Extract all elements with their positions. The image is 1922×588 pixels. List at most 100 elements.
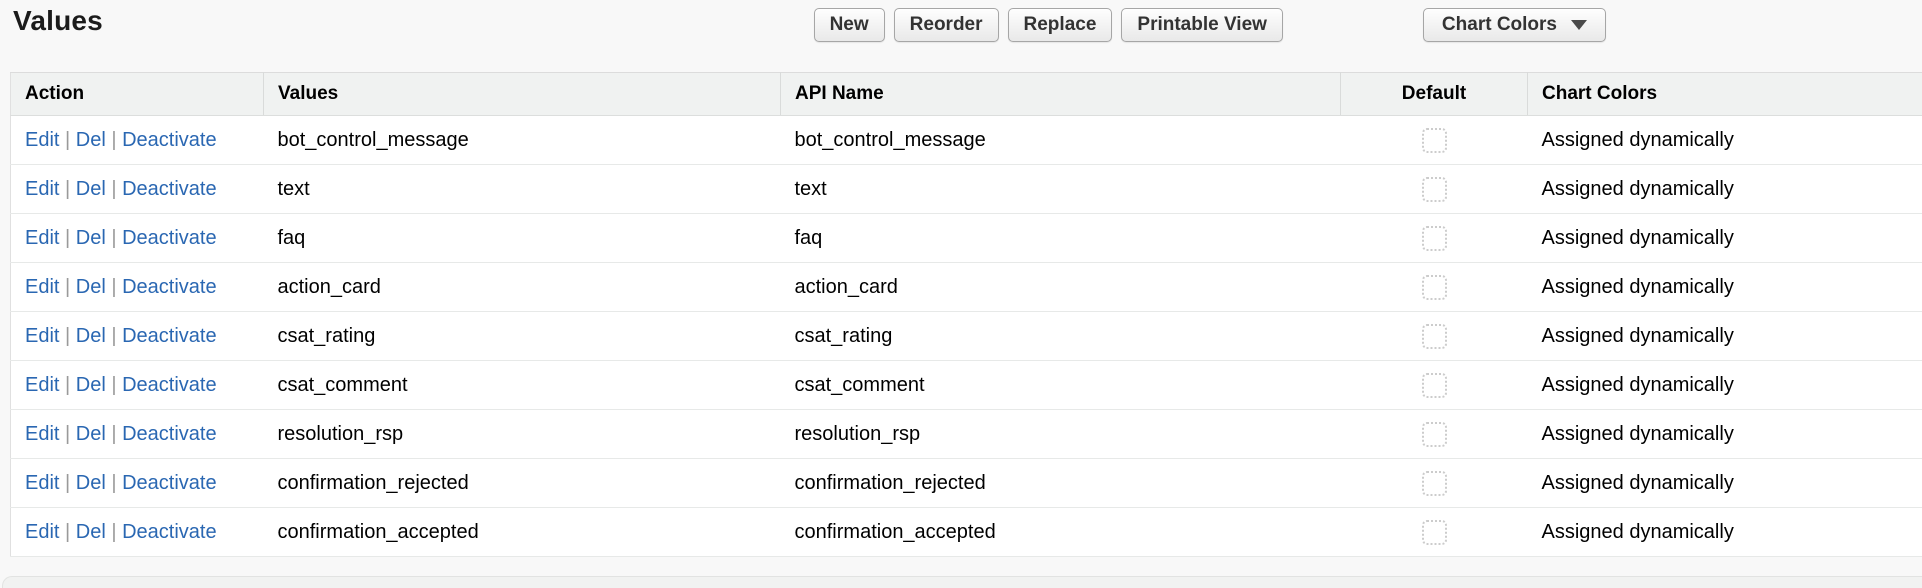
default-checkbox bbox=[1421, 470, 1447, 496]
chart-colors-cell: Assigned dynamically bbox=[1527, 115, 1922, 165]
edit-link[interactable]: Edit bbox=[25, 128, 60, 151]
default-checkbox bbox=[1421, 421, 1447, 447]
table-header-row: Action Values API Name Default Chart Col… bbox=[10, 72, 1922, 116]
action-cell: Edit | Del | Deactivate bbox=[10, 507, 264, 557]
action-separator: | bbox=[105, 471, 123, 494]
table-row: Edit | Del | Deactivate confirmation_rej… bbox=[10, 458, 1922, 508]
api-name-cell: confirmation_rejected bbox=[780, 458, 1341, 508]
edit-link[interactable]: Edit bbox=[25, 520, 60, 543]
default-cell bbox=[1340, 409, 1528, 459]
deactivate-link[interactable]: Deactivate bbox=[122, 128, 217, 151]
deactivate-link[interactable]: Deactivate bbox=[122, 422, 217, 445]
default-cell bbox=[1340, 360, 1528, 410]
action-separator: | bbox=[105, 226, 123, 249]
chart-colors-cell: Assigned dynamically bbox=[1527, 360, 1922, 410]
del-link[interactable]: Del bbox=[75, 422, 106, 445]
chart-colors-cell: Assigned dynamically bbox=[1527, 311, 1922, 361]
next-section-panel-edge bbox=[2, 576, 1922, 588]
api-name-cell: csat_comment bbox=[780, 360, 1341, 410]
table-row: Edit | Del | Deactivate action_card acti… bbox=[10, 262, 1922, 312]
deactivate-link[interactable]: Deactivate bbox=[122, 471, 217, 494]
chart-colors-cell: Assigned dynamically bbox=[1527, 409, 1922, 459]
chart-colors-cell: Assigned dynamically bbox=[1527, 213, 1922, 263]
deactivate-link[interactable]: Deactivate bbox=[122, 373, 217, 396]
new-button[interactable]: New bbox=[813, 8, 885, 42]
action-separator: | bbox=[105, 177, 123, 200]
del-link[interactable]: Del bbox=[75, 324, 106, 347]
reorder-button[interactable]: Reorder bbox=[893, 8, 999, 42]
deactivate-link[interactable]: Deactivate bbox=[122, 177, 217, 200]
value-cell: csat_rating bbox=[263, 311, 781, 361]
default-cell bbox=[1340, 458, 1528, 508]
value-cell: faq bbox=[263, 213, 781, 263]
table-body: Edit | Del | Deactivate bot_control_mess… bbox=[10, 115, 1922, 557]
default-checkbox bbox=[1421, 127, 1447, 153]
deactivate-link[interactable]: Deactivate bbox=[122, 226, 217, 249]
default-cell bbox=[1340, 213, 1528, 263]
edit-link[interactable]: Edit bbox=[25, 471, 60, 494]
table-row: Edit | Del | Deactivate csat_rating csat… bbox=[10, 311, 1922, 361]
default-checkbox bbox=[1421, 372, 1447, 398]
default-cell bbox=[1340, 164, 1528, 214]
del-link[interactable]: Del bbox=[75, 128, 106, 151]
default-checkbox bbox=[1421, 274, 1447, 300]
value-cell: csat_comment bbox=[263, 360, 781, 410]
api-name-cell: confirmation_accepted bbox=[780, 507, 1341, 557]
column-header-values: Values bbox=[263, 72, 781, 116]
value-cell: confirmation_accepted bbox=[263, 507, 781, 557]
toolbar: New Reorder Replace Printable View Chart… bbox=[813, 8, 1606, 42]
chart-colors-cell: Assigned dynamically bbox=[1527, 262, 1922, 312]
chart-colors-cell: Assigned dynamically bbox=[1527, 164, 1922, 214]
deactivate-link[interactable]: Deactivate bbox=[122, 520, 217, 543]
table-row: Edit | Del | Deactivate text text Assign… bbox=[10, 164, 1922, 214]
deactivate-link[interactable]: Deactivate bbox=[122, 275, 217, 298]
default-cell bbox=[1340, 507, 1528, 557]
default-checkbox bbox=[1421, 323, 1447, 349]
action-cell: Edit | Del | Deactivate bbox=[10, 409, 264, 459]
table-row: Edit | Del | Deactivate confirmation_acc… bbox=[10, 507, 1922, 557]
del-link[interactable]: Del bbox=[75, 177, 106, 200]
edit-link[interactable]: Edit bbox=[25, 226, 60, 249]
action-separator: | bbox=[59, 520, 76, 543]
action-separator: | bbox=[59, 226, 76, 249]
action-separator: | bbox=[59, 177, 76, 200]
api-name-cell: resolution_rsp bbox=[780, 409, 1341, 459]
default-cell bbox=[1340, 115, 1528, 165]
api-name-cell: bot_control_message bbox=[780, 115, 1341, 165]
del-link[interactable]: Del bbox=[75, 275, 106, 298]
del-link[interactable]: Del bbox=[75, 471, 106, 494]
default-checkbox bbox=[1421, 176, 1447, 202]
del-link[interactable]: Del bbox=[75, 373, 106, 396]
edit-link[interactable]: Edit bbox=[25, 373, 60, 396]
column-header-chart-colors: Chart Colors bbox=[1527, 72, 1922, 116]
chart-colors-cell: Assigned dynamically bbox=[1527, 507, 1922, 557]
caret-down-icon bbox=[1571, 20, 1587, 30]
action-separator: | bbox=[59, 128, 76, 151]
api-name-cell: action_card bbox=[780, 262, 1341, 312]
action-cell: Edit | Del | Deactivate bbox=[10, 115, 264, 165]
action-separator: | bbox=[105, 422, 123, 445]
chart-colors-dropdown-button[interactable]: Chart Colors bbox=[1422, 8, 1606, 42]
edit-link[interactable]: Edit bbox=[25, 422, 60, 445]
action-separator: | bbox=[105, 128, 123, 151]
del-link[interactable]: Del bbox=[75, 226, 106, 249]
value-cell: text bbox=[263, 164, 781, 214]
action-cell: Edit | Del | Deactivate bbox=[10, 311, 264, 361]
del-link[interactable]: Del bbox=[75, 520, 106, 543]
printable-view-button[interactable]: Printable View bbox=[1121, 8, 1283, 42]
action-separator: | bbox=[105, 373, 123, 396]
default-cell bbox=[1340, 262, 1528, 312]
value-cell: bot_control_message bbox=[263, 115, 781, 165]
api-name-cell: csat_rating bbox=[780, 311, 1341, 361]
action-cell: Edit | Del | Deactivate bbox=[10, 360, 264, 410]
edit-link[interactable]: Edit bbox=[25, 275, 60, 298]
edit-link[interactable]: Edit bbox=[25, 324, 60, 347]
chart-colors-cell: Assigned dynamically bbox=[1527, 458, 1922, 508]
edit-link[interactable]: Edit bbox=[25, 177, 60, 200]
action-separator: | bbox=[59, 373, 76, 396]
replace-button[interactable]: Replace bbox=[1007, 8, 1113, 42]
deactivate-link[interactable]: Deactivate bbox=[122, 324, 217, 347]
table-row: Edit | Del | Deactivate csat_comment csa… bbox=[10, 360, 1922, 410]
column-header-action: Action bbox=[10, 72, 264, 116]
action-separator: | bbox=[59, 275, 76, 298]
